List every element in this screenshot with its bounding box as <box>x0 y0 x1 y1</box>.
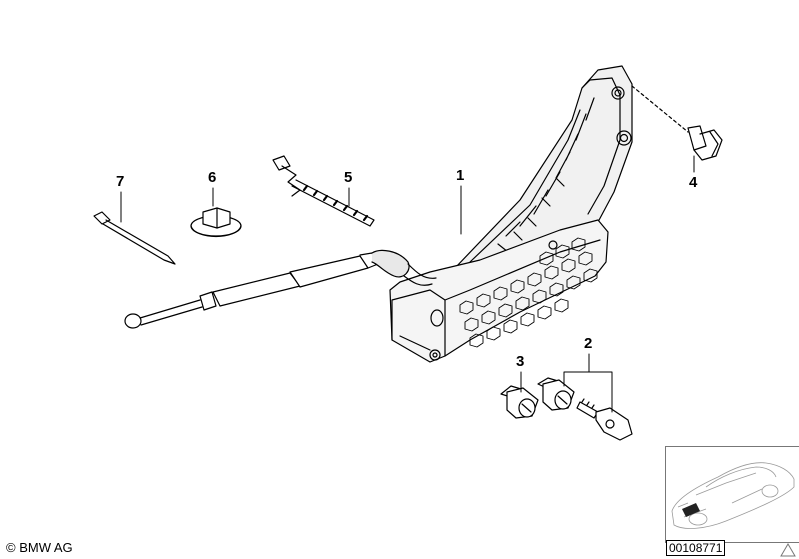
callout-part-1[interactable]: 1 <box>456 167 465 184</box>
part-1-bracket-assembly <box>389 65 633 363</box>
callout-part-2[interactable]: 2 <box>584 335 593 352</box>
car-location-thumbnail-icon <box>665 446 799 543</box>
part-4-bolt <box>631 85 723 161</box>
callout-part-6[interactable]: 6 <box>208 169 217 186</box>
part-6-clip <box>190 207 242 237</box>
callout-part-3[interactable]: 3 <box>516 353 525 370</box>
part-7-cable-tie <box>93 211 176 265</box>
copyright-text: © BMW AG <box>6 540 73 555</box>
warning-triangle-icon <box>780 543 796 557</box>
gas-strut-rod <box>124 249 437 329</box>
part-2-lock-set <box>537 377 633 441</box>
callout-part-7[interactable]: 7 <box>116 173 125 190</box>
callout-part-4[interactable]: 4 <box>689 174 698 191</box>
part-5-strap <box>272 155 375 227</box>
callout-part-5[interactable]: 5 <box>344 169 353 186</box>
diagram-id-label: 00108771 <box>666 540 726 556</box>
part-3-lock-cylinder <box>500 385 539 419</box>
leader-lines <box>120 155 695 413</box>
